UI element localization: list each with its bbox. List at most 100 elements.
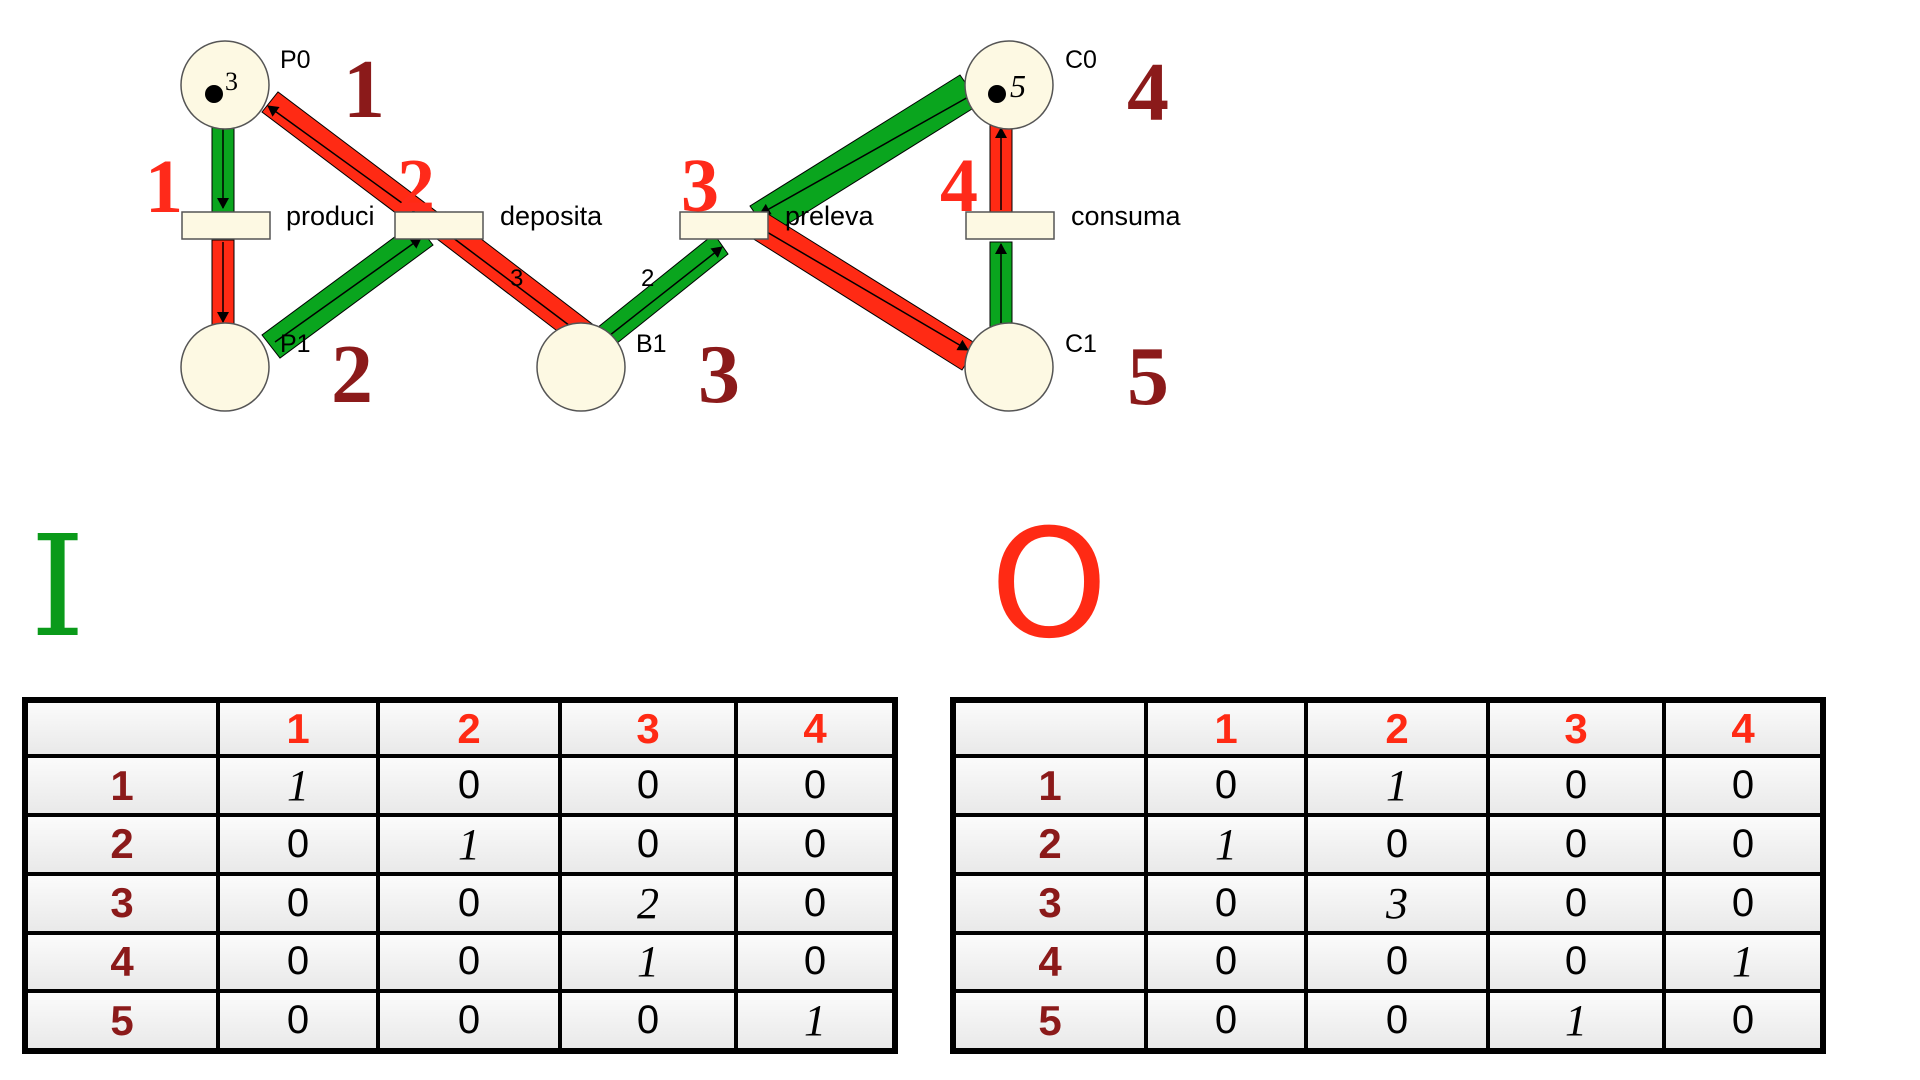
- table-cell: 0: [1304, 989, 1490, 1048]
- column-header: 2: [376, 703, 562, 759]
- column-header: 1: [216, 703, 380, 759]
- corner-cell: [956, 703, 1148, 759]
- place-label-c1: C1: [1065, 330, 1097, 358]
- column-header: 3: [1486, 703, 1666, 759]
- table-cell: 0: [734, 754, 892, 818]
- table-cell: 1: [376, 813, 562, 876]
- table-cell: 0: [1144, 989, 1308, 1048]
- arc-weight-b1-preleva: 2: [641, 265, 654, 292]
- column-header: 2: [1304, 703, 1490, 759]
- table-cell: 0: [216, 989, 380, 1048]
- transition-label-preleva: preleva: [785, 201, 875, 231]
- table-cell: 0: [216, 871, 380, 935]
- token-count-c0: 5: [1010, 68, 1026, 104]
- column-header: 3: [558, 703, 738, 759]
- table-row: 2 1 0 0 0: [956, 813, 1820, 876]
- table-cell: 0: [1144, 754, 1308, 818]
- table-cell: 0: [1486, 813, 1666, 876]
- arcs: [211, 74, 1013, 371]
- transition-number-3: 3: [681, 144, 719, 228]
- table-cell: 1: [1144, 813, 1308, 876]
- row-header: 3: [956, 871, 1148, 935]
- table-row: 1 0 1 0 0: [956, 754, 1820, 818]
- table-cell: 0: [1662, 989, 1820, 1048]
- table-row: 3 0 3 0 0: [956, 871, 1820, 935]
- table-header-row: 1 2 3 4: [956, 703, 1820, 759]
- row-header: 5: [956, 989, 1148, 1048]
- table-cell: 0: [734, 930, 892, 994]
- row-header: 4: [28, 930, 220, 994]
- input-matrix-table: 1 2 3 4 1 1 0 0 0 2 0 1 0 0 3 0 0 2 0 4: [22, 697, 898, 1054]
- transitions: [181, 211, 1055, 240]
- table-cell: 1: [1304, 754, 1490, 818]
- petri-net-diagram: 3 5 P0 P1 B1 C0 C1 produci deposita prel…: [145, 40, 1182, 423]
- column-header: 4: [1662, 703, 1820, 759]
- place-b1: [536, 322, 626, 412]
- table-row: 5 0 0 1 0: [956, 989, 1820, 1048]
- table-cell: 1: [1486, 989, 1666, 1048]
- place-label-c0: C0: [1065, 46, 1097, 74]
- table-cell: 0: [1662, 754, 1820, 818]
- table-cell: 0: [558, 989, 738, 1048]
- transition-consuma: [965, 211, 1055, 240]
- row-header: 2: [956, 813, 1148, 876]
- transition-number-4: 4: [940, 144, 978, 228]
- table-cell: 0: [1486, 871, 1666, 935]
- transition-label-consuma: consuma: [1071, 201, 1182, 231]
- table-cell: 0: [1304, 813, 1490, 876]
- table-cell: 1: [558, 930, 738, 994]
- table-row: 4 0 0 0 1: [956, 930, 1820, 994]
- table-cell: 1: [1662, 930, 1820, 994]
- table-cell: 0: [376, 871, 562, 935]
- place-number-2: 2: [331, 328, 373, 421]
- table-row: 3 0 0 2 0: [28, 871, 892, 935]
- table-cell: 0: [216, 930, 380, 994]
- transition-label-produci: produci: [286, 201, 375, 231]
- place-label-p0: P0: [280, 46, 311, 74]
- table-row: 4 0 0 1 0: [28, 930, 892, 994]
- place-p1: [180, 322, 270, 412]
- table-cell: 0: [376, 989, 562, 1048]
- matrix-i-title: I: [30, 506, 86, 669]
- row-header: 5: [28, 989, 220, 1048]
- output-matrix-table: 1 2 3 4 1 0 1 0 0 2 1 0 0 0 3 0 3 0 0 4: [950, 697, 1826, 1054]
- place-c1: [964, 322, 1054, 412]
- token-dot-c0: [988, 85, 1006, 103]
- table-cell: 0: [558, 813, 738, 876]
- table-cell: 0: [1304, 930, 1490, 994]
- table-row: 1 1 0 0 0: [28, 754, 892, 818]
- place-number-1: 1: [343, 43, 385, 136]
- arc-weight-deposita-b1: 3: [510, 265, 523, 292]
- row-header: 1: [28, 754, 220, 818]
- table-cell: 1: [216, 754, 380, 818]
- place-c0: [964, 40, 1054, 130]
- column-header: 4: [734, 703, 892, 759]
- table-cell: 0: [1486, 930, 1666, 994]
- arc-preleva-c1: [751, 213, 979, 371]
- place-number-3: 3: [698, 328, 740, 421]
- row-header: 4: [956, 930, 1148, 994]
- place-p0: [180, 40, 270, 130]
- place-number-5: 5: [1127, 330, 1169, 423]
- table-cell: 0: [1144, 871, 1308, 935]
- place-label-p1: P1: [280, 330, 311, 358]
- transition-number-1: 1: [145, 145, 183, 229]
- table-row: 5 0 0 0 1: [28, 989, 892, 1048]
- table-header-row: 1 2 3 4: [28, 703, 892, 759]
- matrix-o-title: O: [990, 498, 1109, 672]
- token-dot-p0: [205, 85, 223, 103]
- table-cell: 1: [734, 989, 892, 1048]
- table-cell: 0: [216, 813, 380, 876]
- transition-deposita: [394, 211, 484, 240]
- table-cell: 0: [1144, 930, 1308, 994]
- token-count-p0: 3: [225, 67, 238, 96]
- table-cell: 3: [1304, 871, 1490, 935]
- transition-produci: [181, 211, 271, 240]
- column-header: 1: [1144, 703, 1308, 759]
- transition-number-2: 2: [397, 144, 435, 228]
- table-cell: 0: [1662, 871, 1820, 935]
- table-cell: 0: [376, 930, 562, 994]
- place-label-b1: B1: [636, 330, 667, 358]
- table-cell: 0: [734, 813, 892, 876]
- row-header: 3: [28, 871, 220, 935]
